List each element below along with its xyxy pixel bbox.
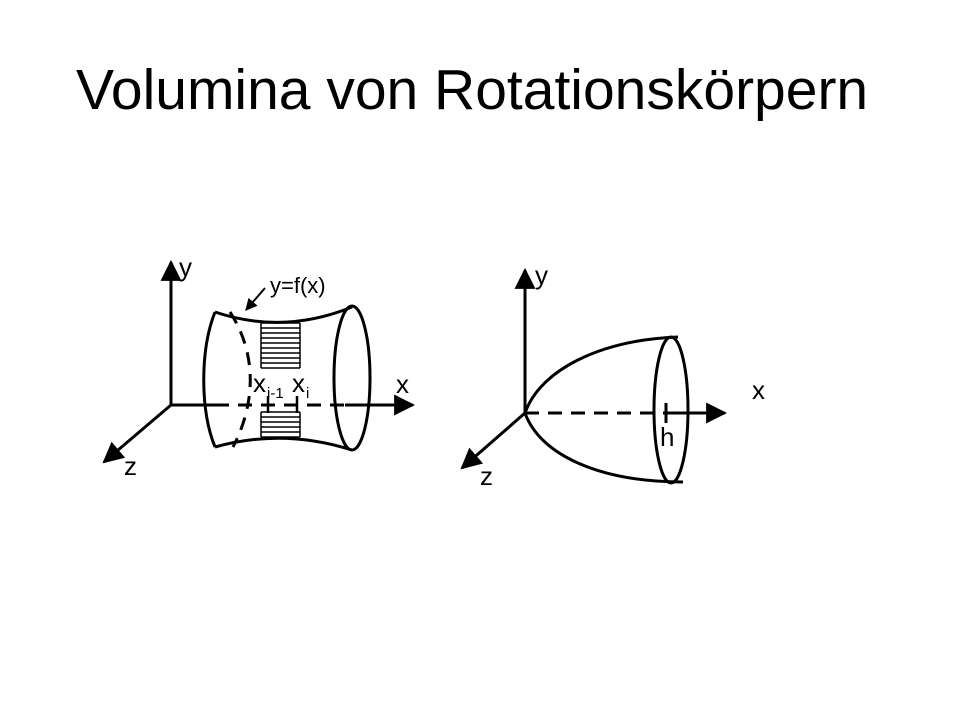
slice-hatch-upper xyxy=(260,322,301,369)
left-solid-left-rim xyxy=(202,311,217,448)
paraboloid-surface xyxy=(523,335,684,484)
left-x-label: x xyxy=(396,369,409,399)
slide-title: Volumina von Rotationskörpern xyxy=(76,58,869,122)
curve-label: y=f(x) xyxy=(270,273,326,298)
right-z-label: z xyxy=(480,461,493,491)
slice-left-label: xi-1 xyxy=(253,368,284,402)
right-x-label: x xyxy=(752,375,765,405)
slice-hatch-lower xyxy=(260,411,301,438)
slice-right-label: xi xyxy=(292,368,309,402)
left-z-label: z xyxy=(124,451,137,481)
curve-pointer-arrow xyxy=(245,287,266,311)
left-y-label: y xyxy=(179,252,192,282)
right-y-label: y xyxy=(535,260,548,290)
left-solid-left-curve-dashed xyxy=(228,311,252,448)
height-label: h xyxy=(660,422,674,452)
left-z-axis xyxy=(102,403,172,464)
paraboloid-base-face xyxy=(652,335,690,485)
left-figure xyxy=(102,259,416,464)
right-figure xyxy=(460,267,728,485)
left-solid-right-face xyxy=(332,304,372,452)
right-z-axis xyxy=(460,411,526,470)
left-solid-bottom-edge xyxy=(214,436,353,452)
